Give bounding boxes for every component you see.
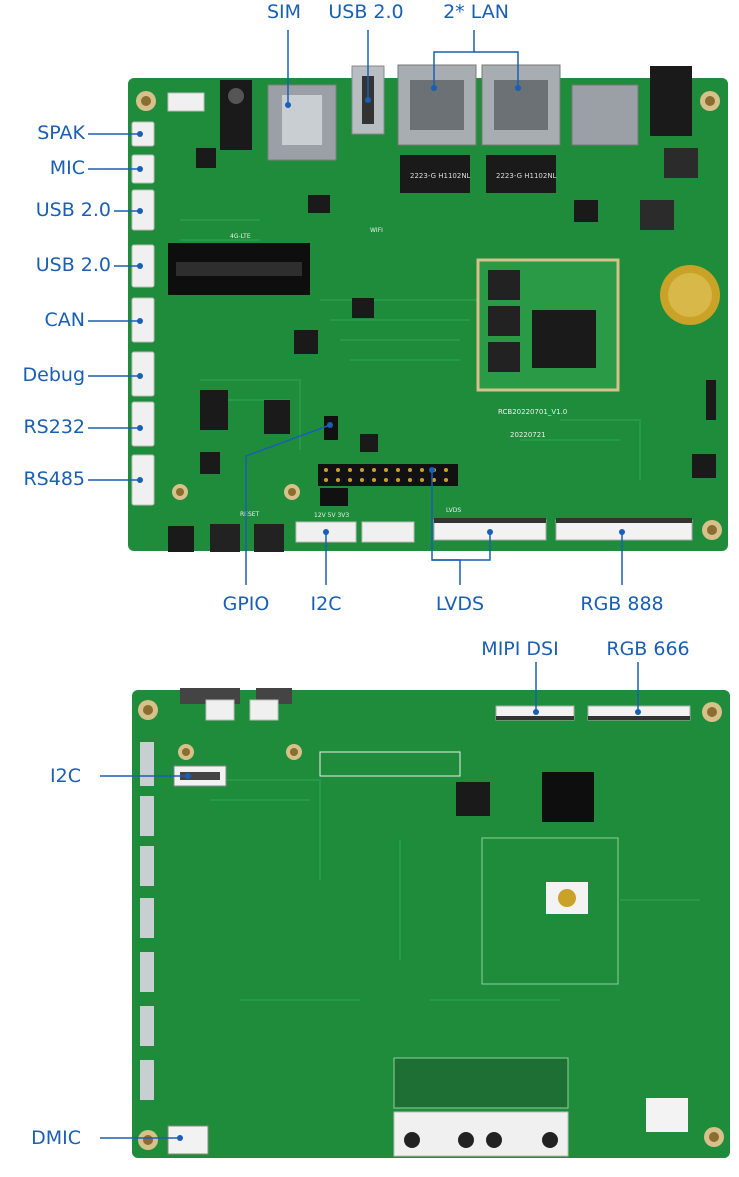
front-callouts	[88, 30, 623, 585]
front-board: 2223-G H1102NL 2223-G H1102NL 4G-LTE RCB…	[128, 64, 728, 552]
back-board	[132, 688, 730, 1158]
label-usb-a: USB 2.0	[35, 199, 111, 221]
board-date-silk: 20220721	[510, 431, 546, 439]
label-sim: SIM	[266, 1, 302, 23]
label-lan: 2* LAN	[443, 1, 509, 23]
power-jack	[650, 66, 692, 136]
label-rs232: RS232	[23, 416, 85, 438]
label-rgb888: RGB 888	[580, 593, 664, 615]
label-gpio: GPIO	[222, 593, 270, 615]
label-usb-b: USB 2.0	[35, 254, 111, 276]
rj45-connectors	[397, 64, 561, 146]
rj45-a-silk: 2223-G H1102NL	[410, 172, 471, 180]
soc-chip	[532, 310, 596, 368]
front-left-connectors	[131, 121, 155, 506]
label-i2c-back: I2C	[50, 765, 81, 787]
board-id-silk: RCB20220701_V1.0	[498, 408, 567, 416]
wifi-silk: WIFI	[370, 227, 383, 234]
label-usb-top: USB 2.0	[328, 1, 404, 23]
label-i2c-front: I2C	[310, 593, 342, 615]
label-spak: SPAK	[37, 122, 85, 144]
mounting-hole-icon	[136, 91, 722, 540]
dmic-connector	[167, 1125, 209, 1155]
label-debug: Debug	[22, 364, 85, 386]
label-dmic: DMIC	[31, 1127, 81, 1149]
label-can: CAN	[44, 309, 85, 331]
volt-silk: 12V 5V 3V3	[314, 512, 349, 519]
gpio-header	[318, 464, 458, 486]
label-rs485: RS485	[23, 468, 85, 490]
label-lvds: LVDS	[435, 593, 485, 615]
label-rgb666: RGB 666	[606, 638, 690, 660]
label-mic: MIC	[49, 157, 85, 179]
label-mipi-dsi: MIPI DSI	[481, 638, 559, 660]
reset-silk: RESET	[240, 511, 260, 518]
back-callouts	[100, 662, 639, 1139]
lvds-silk: LVDS	[446, 507, 461, 514]
rj45-b-silk: 2223-G H1102NL	[496, 172, 557, 180]
lte-silk: 4G-LTE	[230, 233, 251, 240]
